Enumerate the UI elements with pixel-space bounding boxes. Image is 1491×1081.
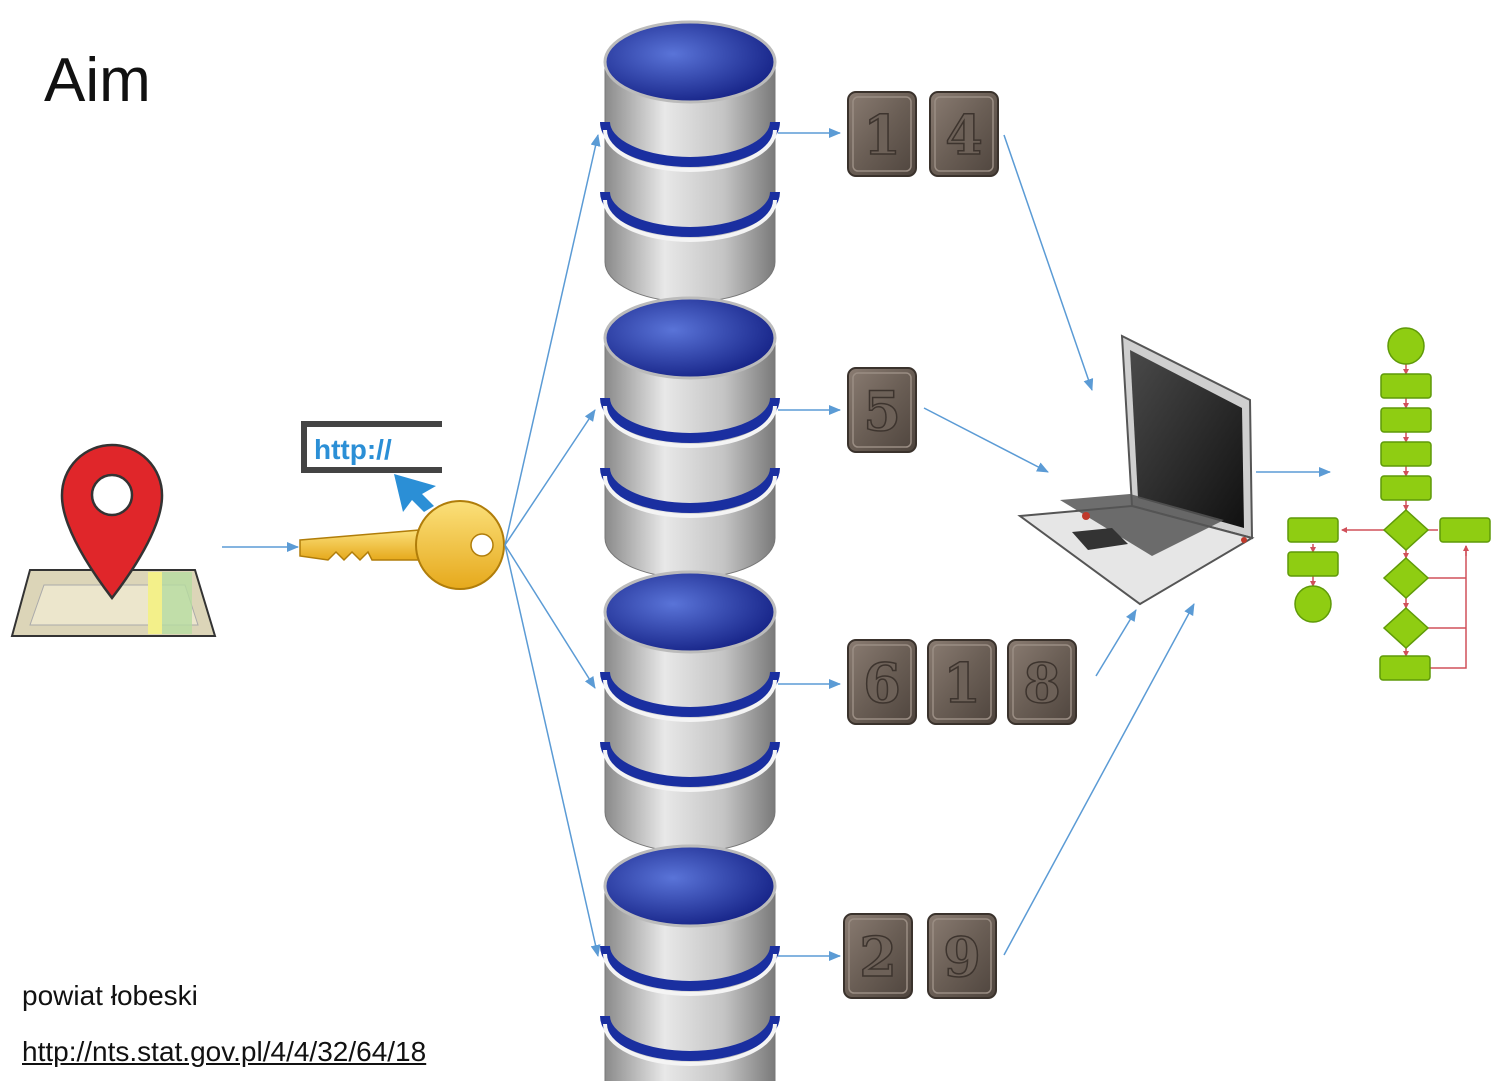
number-tile: 5 [847, 367, 917, 453]
database-icon [605, 298, 775, 578]
number-tile: 1 [847, 91, 917, 177]
number-tile: 6 [847, 639, 917, 725]
svg-text:4: 4 [945, 103, 983, 167]
svg-text:6: 6 [863, 651, 901, 715]
svg-text:9: 9 [943, 925, 981, 989]
url-cursor-icon: http:// [301, 421, 442, 512]
database-icon [605, 572, 775, 852]
laptop-icon [1017, 334, 1255, 606]
flowchart-icon [1287, 327, 1491, 681]
map-pin-icon [10, 443, 217, 637]
svg-text:1: 1 [943, 651, 981, 715]
key-icon [299, 500, 505, 590]
svg-text:1: 1 [863, 103, 901, 167]
url-badge-text: http:// [314, 434, 392, 465]
database-icon [605, 22, 775, 302]
number-tile: 4 [929, 91, 999, 177]
source-url-link[interactable]: http://nts.stat.gov.pl/4/4/32/64/18 [22, 1036, 427, 1067]
arrow-key-to-db1 [504, 134, 601, 546]
svg-text:5: 5 [863, 379, 901, 443]
svg-text:8: 8 [1023, 651, 1061, 715]
svg-text:2: 2 [859, 925, 897, 989]
database-icon [605, 846, 775, 1081]
arrow-key-to-db2 [504, 409, 596, 546]
number-tile: 2 [843, 913, 913, 999]
slide-title: Aim [44, 46, 151, 115]
arrow-key-to-db4 [504, 544, 601, 957]
region-name: powiat łobeski [22, 980, 198, 1011]
number-tile: 9 [927, 913, 997, 999]
flow-arrows [222, 128, 1331, 961]
arrow-tiles4-to-laptop [1003, 603, 1195, 956]
arrow-tiles2-to-laptop [923, 407, 1049, 473]
arrow-tiles3-to-laptop [1095, 609, 1137, 677]
arrow-tiles1-to-laptop [1003, 134, 1094, 391]
number-tile: 8 [1007, 639, 1077, 725]
number-tile: 1 [927, 639, 997, 725]
arrow-key-to-db3 [504, 544, 596, 689]
